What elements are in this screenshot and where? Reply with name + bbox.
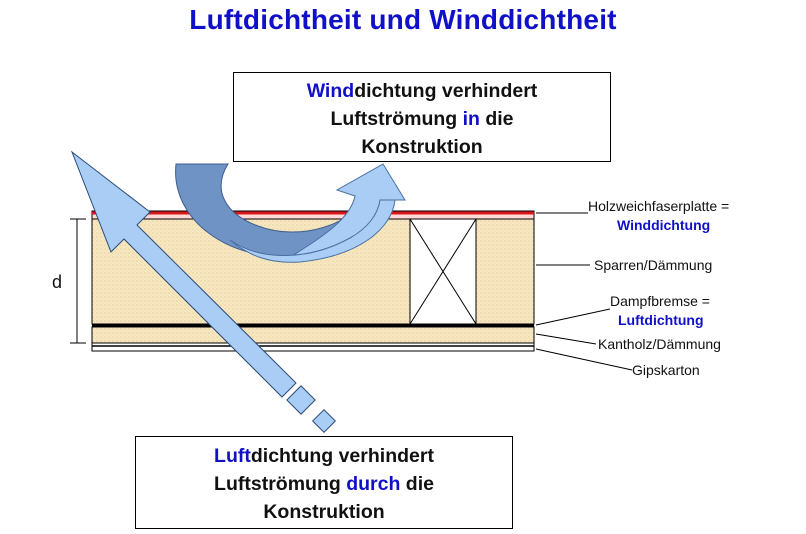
- callout-text: Luftströmung: [330, 108, 463, 130]
- winddichtung-callout: Winddichtung verhindert Luftströmung in …: [233, 72, 611, 162]
- wind-flow-arrow: [175, 163, 406, 263]
- batten-insulation-layer: [91, 326, 535, 344]
- callout-text: die: [400, 473, 434, 495]
- label-dimension-d: d: [52, 272, 63, 292]
- windproofing-layer: [91, 210, 535, 220]
- callout-text: Luftströmung: [214, 473, 347, 495]
- label-gipskarton: Gipskarton: [632, 362, 700, 378]
- label-sparren-daemmung: Sparren/Dämmung: [594, 257, 713, 273]
- luftdichtung-callout: Luftdichtung verhindert Luftströmung dur…: [135, 436, 513, 529]
- page-title: Luftdichtheit und Winddichtheit: [189, 4, 617, 35]
- callout-text: die: [479, 108, 514, 130]
- label-winddichtung: Winddichtung: [617, 217, 711, 233]
- callout-highlight: in: [462, 108, 480, 130]
- callout-text: dichtung verhindert: [354, 80, 538, 102]
- label-luftdichtung: Luftdichtung: [618, 312, 704, 328]
- callout-highlight: durch: [346, 473, 401, 495]
- label-holzweichfaserplatte: Holzweichfaserplatte =: [588, 198, 730, 214]
- callout-text: dichtung verhindert: [250, 445, 434, 467]
- callout-highlight: Wind: [306, 80, 355, 102]
- plasterboard-layer: [91, 342, 535, 352]
- arrow-dash-2: [311, 408, 337, 434]
- label-dampfbremse: Dampfbremse =: [610, 293, 710, 309]
- callout-highlight: Luft: [214, 445, 251, 467]
- callout-text: Konstruktion: [361, 136, 483, 158]
- label-kantholz-daemmung: Kantholz/Dämmung: [598, 336, 721, 352]
- air-flow-arrow: [70, 150, 337, 434]
- callout-text: Konstruktion: [263, 501, 385, 523]
- dimension-d: [70, 218, 86, 344]
- vapor-barrier-layer: [92, 324, 534, 327]
- arrow-dash-1: [286, 385, 316, 415]
- leader-lines: [535, 212, 633, 371]
